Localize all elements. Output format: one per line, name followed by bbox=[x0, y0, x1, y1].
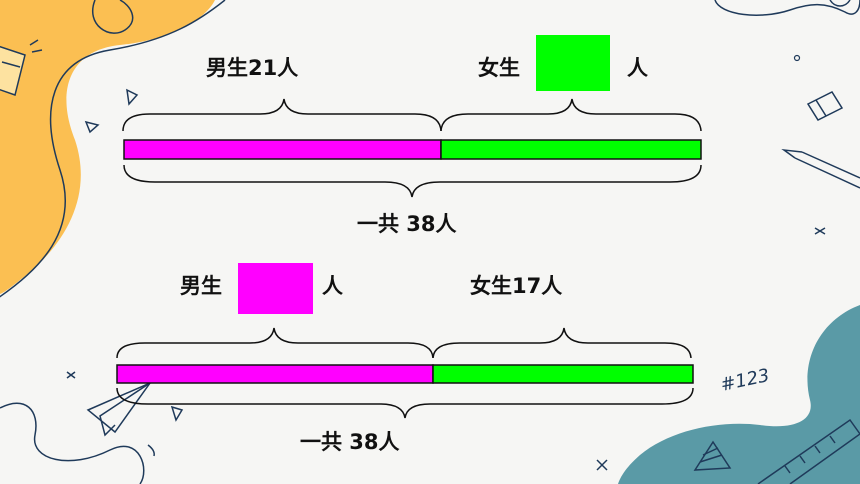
bar-boys bbox=[123, 139, 442, 160]
bar-boys-2 bbox=[116, 364, 434, 384]
swirl-line-bottom bbox=[0, 402, 145, 484]
orange-blob bbox=[0, 0, 215, 294]
girls-unit: 人 bbox=[627, 56, 648, 80]
triangle-icon bbox=[126, 88, 139, 106]
girls-label-2: 女生17人 bbox=[470, 274, 563, 298]
girls-label: 女生 bbox=[478, 56, 520, 80]
bar-girls bbox=[440, 139, 702, 160]
total-label: 一共 38人 bbox=[357, 212, 457, 236]
boys-unit-2: 人 bbox=[322, 274, 343, 298]
boys-answer-box[interactable] bbox=[238, 263, 313, 314]
top-brace-boys bbox=[122, 98, 442, 132]
boys-label-2: 男生 bbox=[180, 274, 222, 298]
book-icon bbox=[0, 45, 26, 96]
teal-blob bbox=[618, 305, 860, 484]
total-label-2: 一共 38人 bbox=[300, 430, 400, 454]
triangle-icon bbox=[84, 120, 100, 134]
ruler-icon bbox=[757, 418, 860, 484]
top-brace-boys-2 bbox=[116, 327, 434, 359]
girls-answer-box[interactable] bbox=[536, 35, 610, 91]
swirl-line-left bbox=[0, 0, 226, 298]
triangle-icon bbox=[170, 405, 184, 422]
total-brace-2 bbox=[116, 387, 694, 419]
top-brace-girls bbox=[440, 98, 702, 132]
pencil-icon bbox=[781, 148, 860, 189]
circle-doodle bbox=[92, 0, 134, 34]
eraser-icon bbox=[806, 91, 844, 121]
pyramid-icon bbox=[693, 440, 732, 471]
boys-label: 男生21人 bbox=[206, 56, 299, 80]
total-brace bbox=[123, 164, 702, 198]
swirl-line-right bbox=[714, 0, 860, 16]
bar-girls-2 bbox=[432, 364, 694, 384]
top-brace-girls-2 bbox=[432, 327, 692, 359]
